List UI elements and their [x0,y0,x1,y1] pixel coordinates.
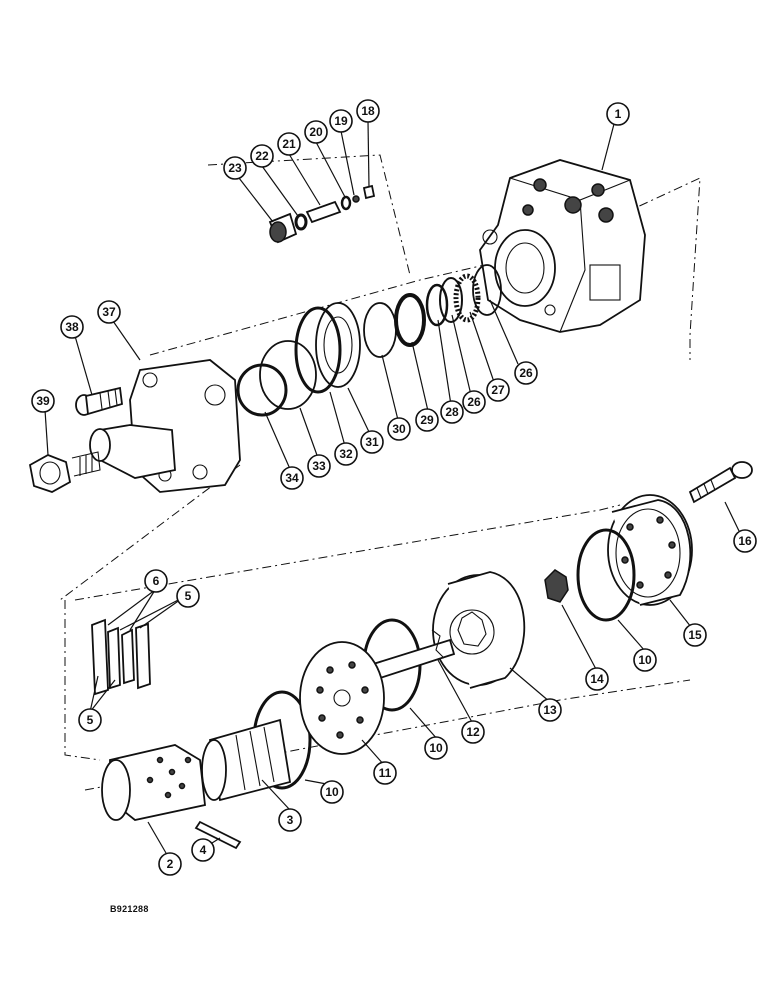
svg-text:31: 31 [365,435,379,449]
svg-text:26: 26 [519,366,533,380]
svg-text:10: 10 [325,785,339,799]
valve-housing [479,159,646,333]
callout-4: 4 [191,838,215,862]
callout-19: 19 [329,109,353,133]
centering-springs [91,618,151,696]
svg-text:1: 1 [615,107,622,121]
callout-31: 31 [360,430,384,454]
pin [194,820,242,850]
callout-32: 32 [334,442,358,466]
callout-10-b: 10 [633,648,657,672]
spool [201,718,292,802]
callout-10-c: 10 [424,736,448,760]
callout-11: 11 [373,761,397,785]
callout-33: 33 [307,454,331,478]
svg-text:29: 29 [420,413,434,427]
gerotor-set [432,571,526,689]
callout-38: 38 [60,315,84,339]
hex-nut [28,454,72,493]
svg-text:28: 28 [445,405,459,419]
callout-18: 18 [356,99,380,123]
svg-text:23: 23 [228,161,242,175]
svg-text:38: 38 [65,320,79,334]
callout-14: 14 [585,667,609,691]
callout-34: 34 [280,466,304,490]
bolt [75,386,123,416]
long-bolt [688,461,753,504]
callout-2: 2 [158,852,182,876]
callout-23: 23 [223,156,247,180]
callout-30: 30 [387,417,411,441]
callout-5-lower: 5 [78,708,102,732]
callout-10-d: 10 [320,780,344,804]
callout-3: 3 [278,808,302,832]
svg-text:32: 32 [339,447,353,461]
svg-text:22: 22 [255,149,269,163]
callout-26-a: 26 [514,361,538,385]
callout-6: 6 [144,569,168,593]
svg-text:33: 33 [312,459,326,473]
svg-text:21: 21 [282,137,296,151]
svg-text:2: 2 [167,857,174,871]
callout-39: 39 [31,389,55,413]
svg-text:39: 39 [36,394,50,408]
callout-27: 27 [486,378,510,402]
mount-flange [71,359,241,493]
svg-text:30: 30 [392,422,406,436]
callout-12: 12 [461,720,485,744]
callout-5-upper: 5 [176,584,200,608]
spacer-plate [299,641,385,755]
svg-text:4: 4 [200,843,207,857]
assembly-centerlines [59,154,701,791]
callout-15: 15 [683,623,707,647]
svg-text:10: 10 [429,741,443,755]
svg-text:27: 27 [491,383,505,397]
callout-29: 29 [415,408,439,432]
svg-text:5: 5 [87,713,94,727]
sleeve [101,744,206,821]
callout-13: 13 [538,698,562,722]
svg-text:15: 15 [688,628,702,642]
svg-text:3: 3 [287,813,294,827]
star-drive [544,569,569,603]
seal-stack [236,264,502,417]
callout-20: 20 [304,120,328,144]
svg-text:37: 37 [102,305,116,319]
svg-text:26: 26 [467,395,481,409]
callout-1: 1 [606,102,630,126]
callout-22: 22 [250,144,274,168]
svg-text:12: 12 [466,725,480,739]
callout-16: 16 [733,529,757,553]
callout-21: 21 [277,132,301,156]
svg-text:19: 19 [334,114,348,128]
svg-text:20: 20 [309,125,323,139]
callout-26-b: 26 [462,390,486,414]
callout-37: 37 [97,300,121,324]
relief-valve-parts [268,184,376,244]
svg-text:18: 18 [361,104,375,118]
svg-text:10: 10 [638,653,652,667]
svg-text:6: 6 [153,574,160,588]
svg-text:14: 14 [590,672,604,686]
svg-text:5: 5 [185,589,192,603]
end-cap [607,494,693,606]
svg-text:16: 16 [738,534,752,548]
callout-28: 28 [440,400,464,424]
svg-text:34: 34 [285,471,299,485]
svg-text:13: 13 [543,703,557,717]
drawing-id: B921288 [110,904,149,914]
svg-text:11: 11 [379,766,392,780]
